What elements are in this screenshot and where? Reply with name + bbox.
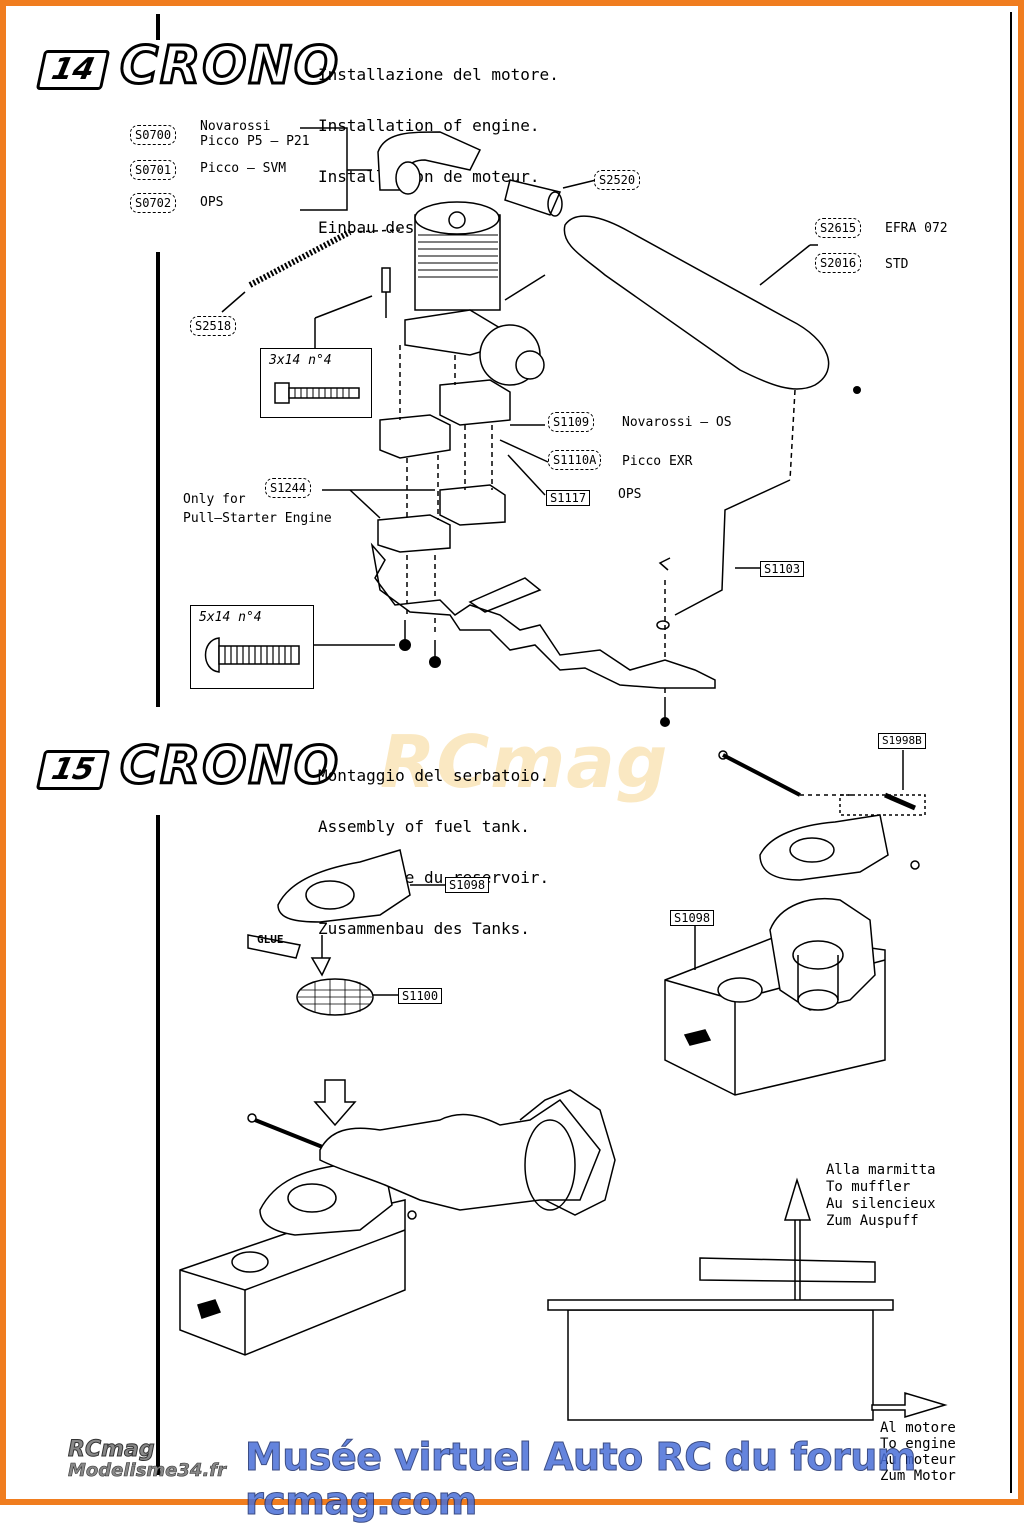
engine-labels: Al motore To engine Au moteur Zum Motor xyxy=(880,1420,956,1484)
part-s1117-desc: OPS xyxy=(618,487,642,502)
part-s0700-desc2: Picco P5 – P21 xyxy=(200,134,310,149)
part-s1109: S1109 xyxy=(548,412,595,432)
part-s1103: S1103 xyxy=(760,561,805,577)
glue-label: GLUE xyxy=(257,933,284,946)
part-s1117: S1117 xyxy=(546,490,591,506)
only-for-line1: Only for xyxy=(183,492,246,507)
screw-5x14-box: 5x14 n°4 xyxy=(190,605,314,689)
muffler-fr: Au silencieux xyxy=(826,1196,936,1212)
part-s0702: S0702 xyxy=(130,193,177,213)
screw-3x14-icon xyxy=(274,382,360,404)
screw-3x14-label: 3x14 n°4 xyxy=(269,353,332,368)
screw-5x14-label: 5x14 n°4 xyxy=(199,610,262,625)
step15-rule xyxy=(156,815,160,1475)
part-s1110a: S1110A xyxy=(548,450,602,470)
part-s1110a-desc: Picco EXR xyxy=(622,454,693,469)
part-s0700: S0700 xyxy=(130,125,177,145)
part-s2016: S2016 xyxy=(815,253,862,273)
step15-title-it: Montaggio del serbatoio. xyxy=(318,766,550,785)
engine-de: Zum Motor xyxy=(880,1468,956,1484)
screw-3x14-box: 3x14 n°4 xyxy=(260,348,372,418)
part-s0701: S0701 xyxy=(130,160,177,180)
footer-caption: Musée virtuel Auto RC du forum rcmag.com xyxy=(245,1435,917,1523)
muffler-de: Zum Auspuff xyxy=(826,1213,919,1229)
part-s1244: S1244 xyxy=(265,478,312,498)
step15-title-word: CRONO xyxy=(118,735,341,798)
part-s1098-top: S1098 xyxy=(445,877,490,893)
part-s2016-desc: STD xyxy=(885,257,909,272)
engine-it: Al motore xyxy=(880,1420,956,1436)
part-s1098-tank: S1098 xyxy=(670,910,715,926)
part-s0701-desc: Picco – SVM xyxy=(200,161,287,176)
part-s1998b: S1998B xyxy=(878,733,926,749)
step15-title-de: Zusammenbau des Tanks. xyxy=(318,919,530,938)
step15-title-en: Assembly of fuel tank. xyxy=(318,817,530,836)
part-s2615-desc: EFRA 072 xyxy=(885,221,948,236)
part-s2615: S2615 xyxy=(815,218,862,238)
part-s2518: S2518 xyxy=(190,316,237,336)
engine-en: To engine xyxy=(880,1436,956,1452)
rcmag-logo: RCmag xyxy=(68,1437,156,1463)
part-s1100: S1100 xyxy=(398,988,443,1004)
page-frame xyxy=(12,12,1012,1493)
engine-fr: Au moteur xyxy=(880,1452,956,1468)
step14-title-word: CRONO xyxy=(118,35,341,98)
step14-rule-top xyxy=(156,14,160,40)
only-for-label: Only for Pull–Starter Engine xyxy=(183,490,332,528)
part-s0702-desc: OPS xyxy=(200,195,224,210)
only-for-line2: Pull–Starter Engine xyxy=(183,511,332,526)
muffler-labels: Alla marmitta To muffler Au silencieux Z… xyxy=(826,1162,936,1230)
part-s0700-desc1: Novarossi xyxy=(200,119,271,134)
muffler-en: To muffler xyxy=(826,1179,911,1195)
step14-title-it: Installazione del motore. xyxy=(318,65,559,84)
muffler-it: Alla marmitta xyxy=(826,1162,936,1178)
watermark-rcmag: RCmag xyxy=(380,720,669,804)
step14-rule xyxy=(156,252,160,707)
part-s2520: S2520 xyxy=(594,170,641,190)
screw-5x14-icon xyxy=(204,637,300,673)
modelisme34-logo: Modelisme34.fr xyxy=(68,1460,227,1482)
part-s1109-desc: Novarossi – OS xyxy=(622,415,732,430)
